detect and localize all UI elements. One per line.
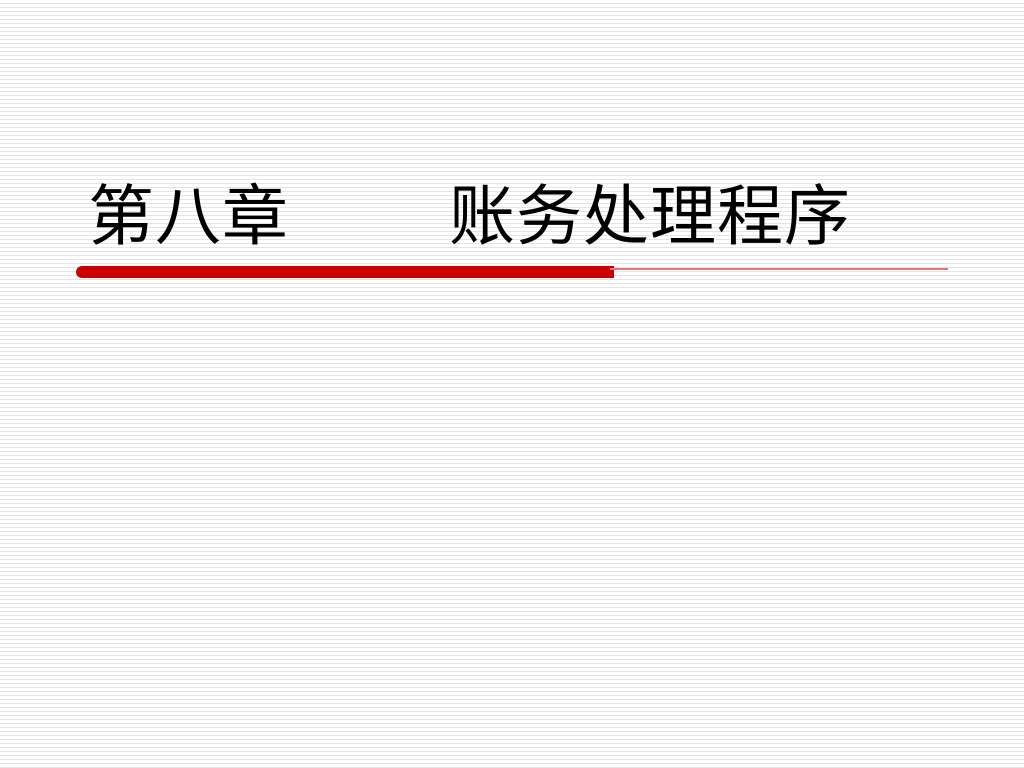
chapter-number: 第八章 <box>88 178 289 255</box>
chapter-topic: 账务处理程序 <box>449 178 851 255</box>
title-underline-thin <box>610 268 948 270</box>
slide-title: 第八章 账务处理程序 <box>88 172 851 262</box>
title-underline-thick <box>76 266 614 278</box>
